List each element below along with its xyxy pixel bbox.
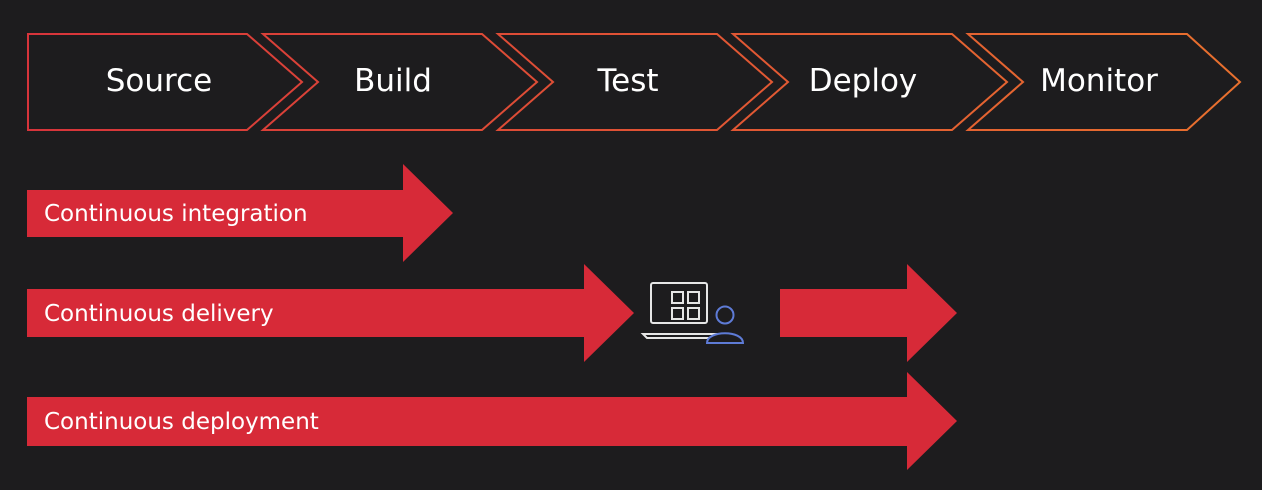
approval-user-head xyxy=(715,305,735,325)
stage-source-shape xyxy=(27,33,304,131)
approval-tile-3 xyxy=(671,307,684,320)
continuous-deployment-arrow: Continuous deployment xyxy=(27,372,957,470)
stage-test-shape xyxy=(495,33,774,131)
approval-tile-1 xyxy=(671,291,684,304)
stage-build: Build xyxy=(260,33,539,131)
approval-user-body xyxy=(705,332,745,344)
continuous-delivery-label: Continuous delivery xyxy=(44,301,274,327)
continuous-delivery-arrow-shape-1 xyxy=(27,264,634,362)
continuous-delivery-arrow-shape-2 xyxy=(780,264,957,362)
continuous-integration-arrow-shape xyxy=(27,164,453,262)
stage-deploy-label: Deploy xyxy=(809,63,918,99)
continuous-deployment-label: Continuous deployment xyxy=(44,409,319,435)
stage-source: Source xyxy=(27,33,304,131)
practice-arrows: Continuous integration Continuous delive… xyxy=(27,164,957,470)
approval-tile-4 xyxy=(687,307,700,320)
stage-build-label: Build xyxy=(354,63,432,99)
stage-build-shape xyxy=(260,33,539,131)
approval-tile-2 xyxy=(687,291,700,304)
stage-deploy-shape xyxy=(730,33,1009,131)
approval-window xyxy=(650,282,708,324)
continuous-integration-label: Continuous integration xyxy=(44,201,308,227)
stage-source-label: Source xyxy=(106,63,212,99)
stage-monitor-shape xyxy=(965,33,1242,131)
continuous-deployment-arrow-shape xyxy=(27,372,957,470)
manual-approval-icon xyxy=(640,282,745,344)
approval-laptop-base xyxy=(640,333,719,339)
pipeline-stages: Source Build Test Deploy Monitor xyxy=(27,33,1242,131)
stage-test-label: Test xyxy=(596,63,658,99)
stage-monitor-label: Monitor xyxy=(1040,63,1158,99)
continuous-integration-arrow: Continuous integration xyxy=(27,164,453,262)
continuous-delivery-arrow: Continuous delivery xyxy=(27,264,957,362)
stage-test: Test xyxy=(495,33,774,131)
stage-monitor: Monitor xyxy=(965,33,1242,131)
stage-deploy: Deploy xyxy=(730,33,1009,131)
